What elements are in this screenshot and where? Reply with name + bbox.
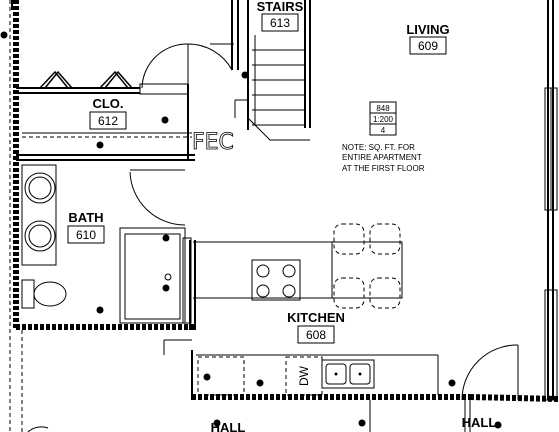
kitchen-fixtures xyxy=(163,223,439,396)
light-fixtures xyxy=(0,31,502,429)
svg-text:AT THE FIRST FLOOR: AT THE FIRST FLOOR xyxy=(342,164,425,173)
area-tag: 848 1:200 4 xyxy=(369,101,397,136)
svg-text:612: 612 xyxy=(98,114,118,128)
svg-text:KITCHEN: KITCHEN xyxy=(287,310,345,325)
stool xyxy=(333,223,365,255)
svg-text:ENTIRE APARTMENT: ENTIRE APARTMENT xyxy=(342,153,422,162)
vanity xyxy=(21,164,57,266)
svg-text:NOTE: SQ. FT. FOR: NOTE: SQ. FT. FOR xyxy=(342,143,415,152)
walls xyxy=(9,0,559,432)
svg-text:CLO.: CLO. xyxy=(92,96,123,111)
dishwasher xyxy=(285,356,323,396)
svg-text:610: 610 xyxy=(76,228,96,242)
closet-door-swing xyxy=(141,43,189,89)
sink-icon xyxy=(24,220,56,252)
bath-door-swing xyxy=(129,171,186,226)
shower xyxy=(119,227,186,324)
fec-label: FEC xyxy=(192,130,234,155)
svg-text:613: 613 xyxy=(270,16,290,30)
room-hall-right-label: HALL xyxy=(462,415,497,430)
room-closet-label: CLO. 612 xyxy=(89,96,127,130)
svg-text:848: 848 xyxy=(376,104,390,113)
toilet-icon xyxy=(33,281,67,307)
island-counter xyxy=(331,241,403,299)
svg-text:4: 4 xyxy=(381,126,386,135)
refrigerator xyxy=(197,356,245,396)
room-living-label: LIVING 609 xyxy=(406,22,450,55)
cooktop xyxy=(251,259,301,301)
hall-bottom-wall xyxy=(469,394,559,402)
room-hall-left-label: HALL xyxy=(211,420,246,432)
closet-bifold-doors xyxy=(39,70,133,89)
svg-text:609: 609 xyxy=(418,39,438,53)
right-window-lower xyxy=(544,289,558,401)
kitchen-sink xyxy=(321,359,375,389)
room-bath-label: BATH 610 xyxy=(67,210,105,244)
stool xyxy=(369,223,401,255)
svg-text:STAIRS: STAIRS xyxy=(257,0,304,14)
toilet-tank xyxy=(21,279,35,309)
stairs xyxy=(234,35,310,141)
stool xyxy=(369,277,401,309)
area-note: NOTE: SQ. FT. FOR ENTIRE APARTMENT AT TH… xyxy=(342,143,425,173)
hall-door-swing xyxy=(461,344,519,401)
svg-text:608: 608 xyxy=(306,328,326,342)
stool xyxy=(333,277,365,309)
svg-text:1:200: 1:200 xyxy=(373,115,394,124)
room-kitchen-label: KITCHEN 608 xyxy=(287,310,345,344)
svg-text:LIVING: LIVING xyxy=(406,22,449,37)
dishwasher-label: DW xyxy=(297,365,311,386)
svg-text:BATH: BATH xyxy=(68,210,103,225)
room-stairs-label: STAIRS 613 xyxy=(257,0,304,32)
bath-fixtures xyxy=(21,164,192,324)
sink-icon xyxy=(24,172,56,204)
